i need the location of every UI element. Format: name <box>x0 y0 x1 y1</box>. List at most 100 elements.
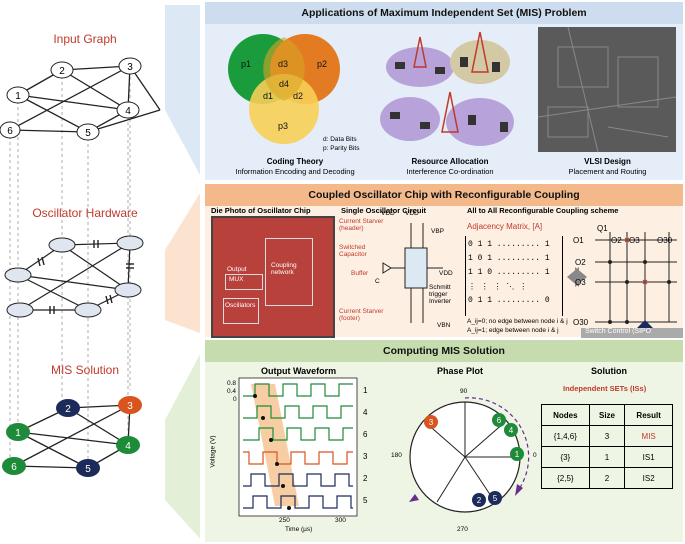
circuit-switched-capacitor: Switched Capacitor <box>339 244 367 258</box>
applications-banner: Applications of Maximum Independent Set … <box>205 2 683 24</box>
phase-plot-title: Phase Plot <box>437 366 484 376</box>
wave-order-item: 3 <box>363 452 368 461</box>
phase-angle-180: 180 <box>391 452 402 459</box>
osc-1 <box>4 267 32 283</box>
osc-4 <box>114 282 142 298</box>
left-graphs: 1 2 3 4 5 6 1 2 3 4 <box>0 5 200 539</box>
phase-angle-270: 270 <box>457 526 468 533</box>
die-photo-title: Die Photo of Oscillator Chip <box>211 206 311 215</box>
circuit-vdd-2: VDD <box>405 210 419 217</box>
circuit-current-starver-footer: Current Starver (footer) <box>339 308 384 322</box>
osc-label-o30-left: O30 <box>573 318 589 327</box>
input-graph-title: Input Graph <box>53 32 117 46</box>
node-6-label: 6 <box>7 126 13 137</box>
osc-2 <box>48 237 76 253</box>
applications-panel: Applications of Maximum Independent Set … <box>205 2 683 180</box>
venn-d3: d3 <box>278 59 288 69</box>
node-2 <box>50 61 74 79</box>
cell-size: 3 <box>588 425 626 447</box>
circuit-vdd-1: VDD <box>381 210 395 217</box>
solution-title: Solution <box>591 366 627 376</box>
svg-text:3: 3 <box>429 418 434 427</box>
node-3-label: 3 <box>127 62 133 73</box>
svg-text:6: 6 <box>497 416 502 425</box>
adj-row: ⋮ ⋮ ⋮ ⋱ ⋮ <box>468 283 528 292</box>
osc-6 <box>6 302 34 318</box>
adj-row: 0 1 1 ......... 0 <box>468 296 550 305</box>
osc-label-o3-left: O3 <box>575 278 586 287</box>
mis-node-2-label: 2 <box>65 404 71 415</box>
wave-ytick-high: 0.8 <box>227 380 237 387</box>
osc-label-q1: Q1 <box>597 224 608 233</box>
wave-order: 1 4 6 3 2 5 <box>363 380 367 512</box>
node-5 <box>76 123 100 141</box>
cell-result: MIS <box>624 425 673 447</box>
output-waveform <box>238 377 358 517</box>
header-nodes: Nodes <box>541 404 590 426</box>
wave-xtick-250: 250 <box>279 517 290 524</box>
svg-text:5: 5 <box>493 494 498 503</box>
node-4 <box>116 101 140 119</box>
legend-data-bits: d: Data Bits <box>323 136 357 143</box>
venn-p2: p2 <box>317 59 327 69</box>
mis-node-4-label: 4 <box>125 441 131 452</box>
venn-d2: d2 <box>293 91 303 101</box>
adj-row: 0 1 1 ......... 1 <box>468 240 550 249</box>
mis-node-3-label: 3 <box>127 401 133 412</box>
cell-result: IS1 <box>624 446 673 468</box>
circuit-title: Single Oscillator Circuit <box>341 206 427 215</box>
node-4-label: 4 <box>125 106 131 117</box>
phase-plot: 3 6 4 1 2 5 <box>409 397 530 513</box>
mis-node-5-label: 5 <box>85 464 91 475</box>
computing-mis-banner: Computing MIS Solution <box>205 340 683 362</box>
mis-node-1 <box>6 423 30 441</box>
waveform-ylabel: Voltage (V) <box>209 435 217 468</box>
phase-node-2 <box>472 493 486 507</box>
circuit-vbp: VBP <box>431 228 445 235</box>
wave-1 <box>243 383 353 397</box>
wave-5 <box>243 495 353 509</box>
computing-mis-panel: Computing MIS Solution Output Waveform V… <box>205 340 683 542</box>
wave-4 <box>243 405 353 419</box>
adjacency-title: Adjacency Matrix, [A] <box>467 222 543 231</box>
venn-diagram: p1 p2 p3 d1 d2 d3 d4 <box>228 34 340 144</box>
node-6 <box>0 121 21 139</box>
coupled-oscillator-panel: Coupled Oscillator Chip with Reconfigura… <box>205 184 683 338</box>
node-1-label: 1 <box>15 91 21 102</box>
cell-nodes: {1,4,6} <box>541 425 590 447</box>
resource-allocation-subtitle: Interference Co-ordination <box>406 167 494 176</box>
wave-ytick-mid: 0.4 <box>227 388 237 395</box>
venn-d1: d1 <box>263 91 273 101</box>
svg-text:4: 4 <box>509 426 514 435</box>
adj-row: 1 0 1 ......... 1 <box>468 254 550 263</box>
die-photo: Output MUX Coupling network Oscillators <box>211 216 335 338</box>
adj-note-1: A_ij=1; edge between node i & j <box>467 327 559 334</box>
phase-angle-0: 0 <box>533 452 537 459</box>
phase-node-3 <box>424 415 438 429</box>
circuit-vbn: VBN <box>437 322 451 329</box>
wave-6 <box>243 427 353 441</box>
vlsi-design-title: VLSI Design <box>584 157 631 166</box>
phase-node-6 <box>492 413 506 427</box>
wave-order-item: 6 <box>363 430 368 439</box>
circuit-schmitt-trigger: Schmitt trigger Inverter <box>429 284 452 305</box>
crossbar-grid <box>567 232 677 330</box>
wave-order-item: 5 <box>363 496 368 505</box>
header-size: Size <box>588 404 626 426</box>
mis-node-4 <box>116 436 140 454</box>
table-row: {2,5} 2 IS2 <box>541 467 673 489</box>
adj-row: 1 1 0 ......... 1 <box>468 268 550 277</box>
cell-nodes: {3} <box>541 446 590 468</box>
osc-label-o2-left: O2 <box>575 258 586 267</box>
svg-text:1: 1 <box>515 450 520 459</box>
osc-5 <box>74 302 102 318</box>
circuit-current-starver-header: Current Starver (header) <box>339 218 384 232</box>
node-2-label: 2 <box>59 66 65 77</box>
vlsi-design-subtitle: Placement and Routing <box>568 167 647 176</box>
venn-p3: p3 <box>278 121 288 131</box>
mis-node-3 <box>118 396 142 414</box>
die-label-mux: MUX <box>229 276 244 283</box>
oscillator-hardware-title: Oscillator Hardware <box>32 206 138 220</box>
cell-size: 1 <box>588 446 626 468</box>
switch-control-label: Switch Control (SIPO <box>581 328 683 338</box>
